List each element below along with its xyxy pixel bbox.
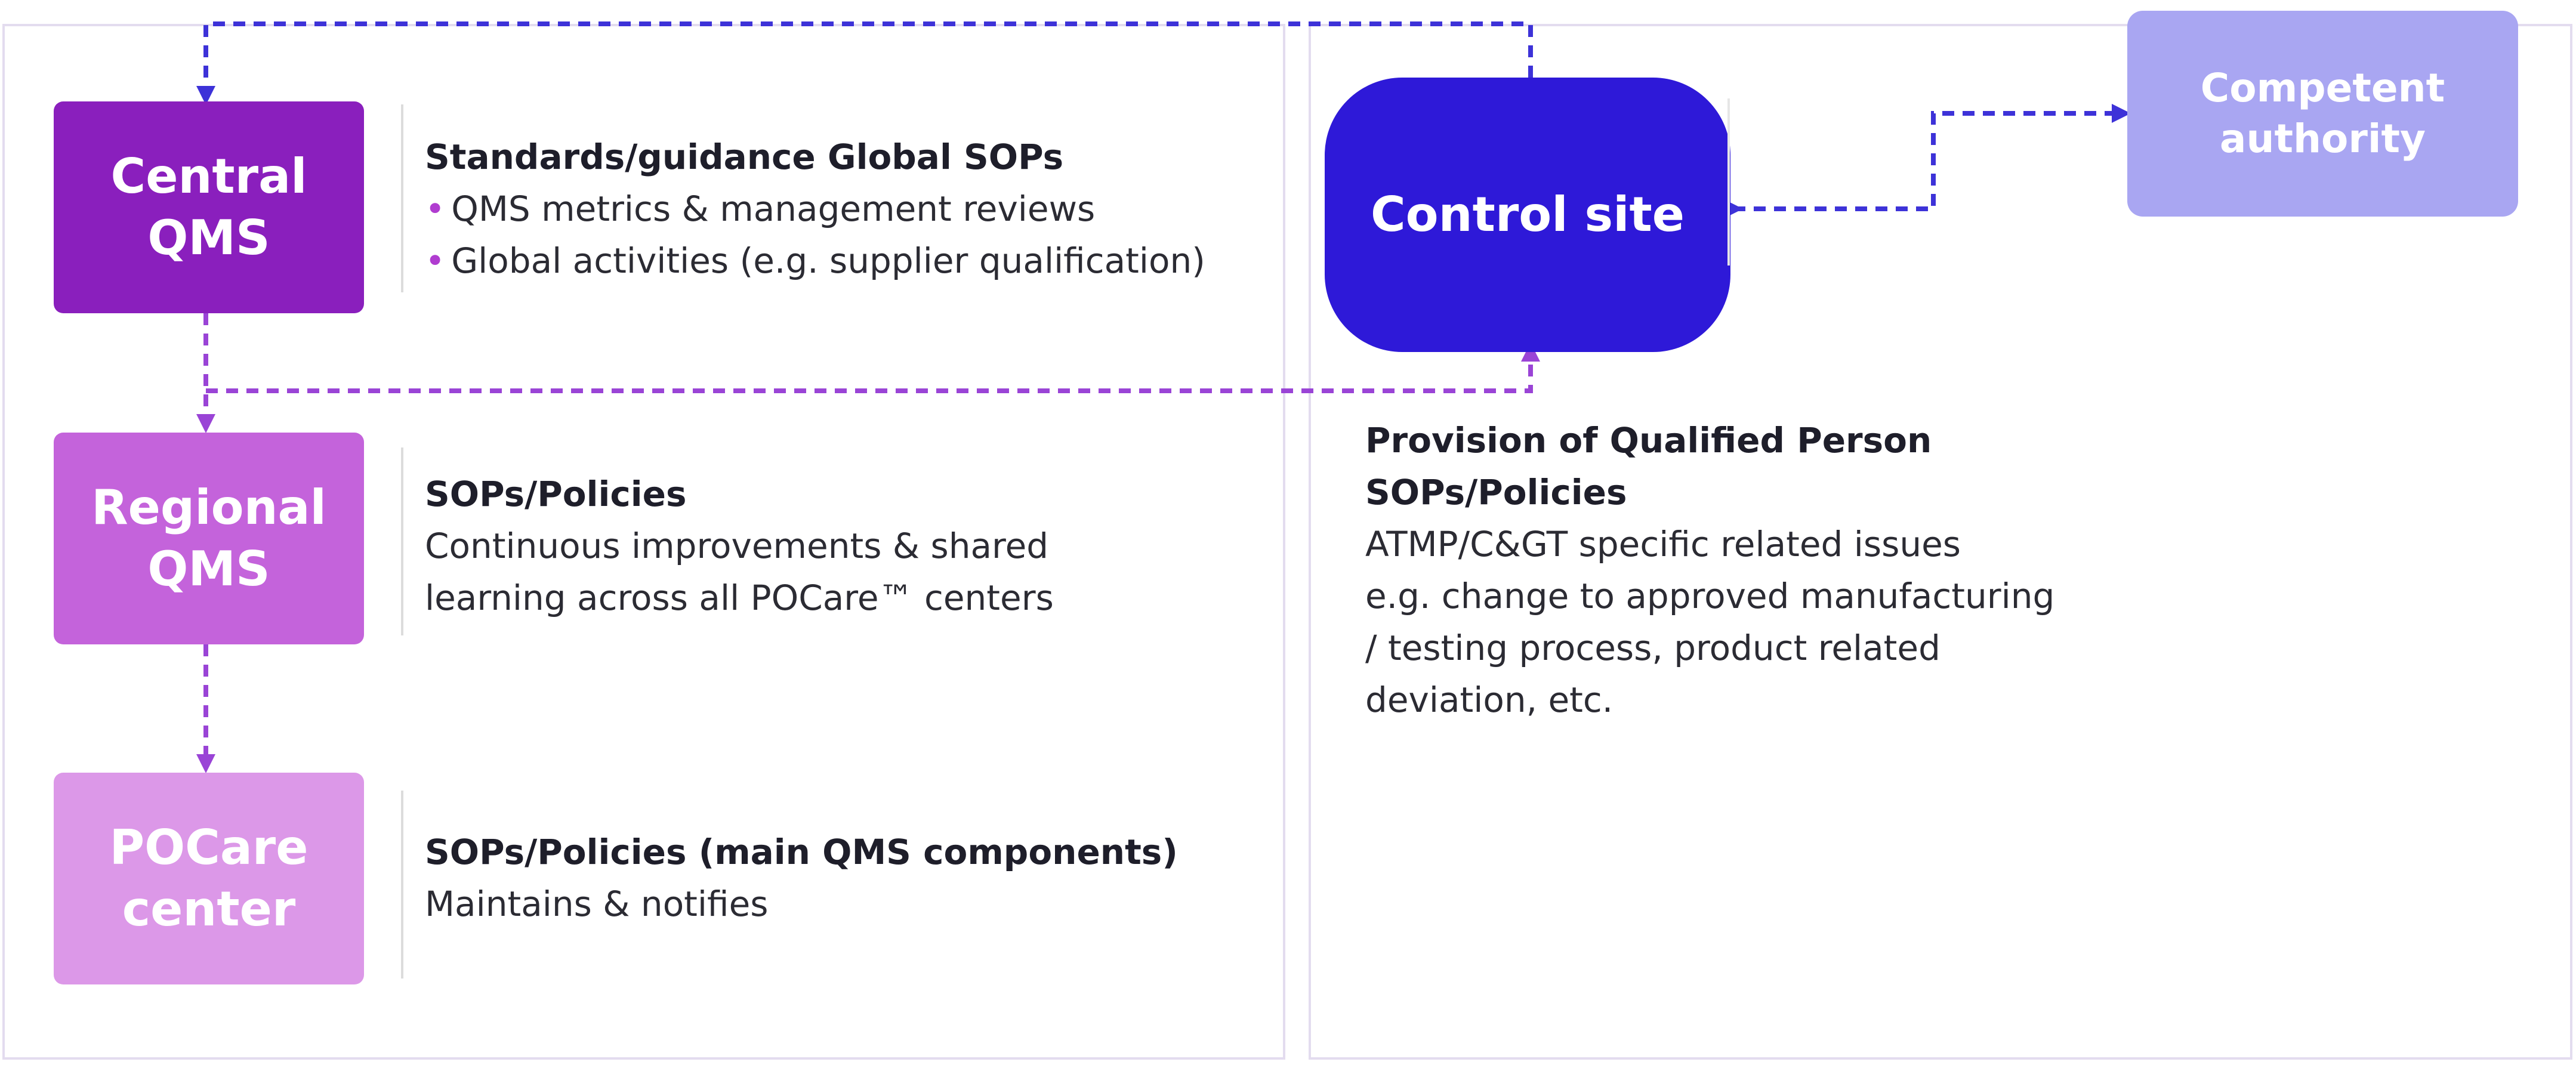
- central-bullet: •Global activities (e.g. supplier qualif…: [425, 240, 1205, 281]
- central-qms-node: Central QMS: [54, 101, 364, 313]
- pocare-description: SOPs/Policies (main QMS components) Main…: [425, 826, 1178, 930]
- regional-heading: SOPs/Policies: [425, 474, 687, 514]
- regional-qms-node: Regional QMS: [54, 433, 364, 644]
- pocare-line: Maintains & notifies: [425, 884, 769, 924]
- control-line: ATMP/C&GT specific related issues: [1365, 524, 1961, 564]
- regional-description: SOPs/Policies Continuous improvements & …: [425, 468, 1054, 624]
- separator-central: [401, 104, 403, 292]
- central-description: Standards/guidance Global SOPs •QMS metr…: [425, 131, 1205, 287]
- control-description: Provision of Qualified Person SOPs/Polic…: [1365, 415, 2054, 726]
- regional-line: Continuous improvements & shared: [425, 526, 1049, 566]
- connector-control-to-central: [196, 21, 1533, 105]
- control-line: e.g. change to approved manufacturing: [1365, 576, 2055, 616]
- separator-control: [1727, 98, 1730, 266]
- control-site-node: Control site: [1325, 78, 1730, 352]
- competent-authority-node: Competent authority: [2127, 11, 2518, 217]
- control-heading: SOPs/Policies: [1365, 472, 1627, 513]
- connector-central-to-control: [206, 342, 1540, 393]
- control-line: / testing process, product related: [1365, 628, 1941, 668]
- pocare-center-node: POCare center: [54, 773, 364, 984]
- central-heading: Standards/guidance Global SOPs: [425, 137, 1064, 177]
- central-bullet: •QMS metrics & management reviews: [425, 189, 1096, 229]
- pocare-heading: SOPs/Policies (main QMS components): [425, 832, 1178, 872]
- connector-control-authority: [1724, 104, 2131, 218]
- central-bullet-text: Global activities (e.g. supplier qualifi…: [451, 240, 1205, 281]
- control-heading: Provision of Qualified Person: [1365, 420, 1932, 461]
- right-panel: [1309, 24, 2572, 1060]
- central-bullet-text: QMS metrics & management reviews: [451, 189, 1096, 229]
- separator-regional: [401, 447, 403, 635]
- separator-pocare: [401, 791, 403, 979]
- regional-line: learning across all POCare™ centers: [425, 578, 1054, 618]
- control-line: deviation, etc.: [1365, 680, 1614, 720]
